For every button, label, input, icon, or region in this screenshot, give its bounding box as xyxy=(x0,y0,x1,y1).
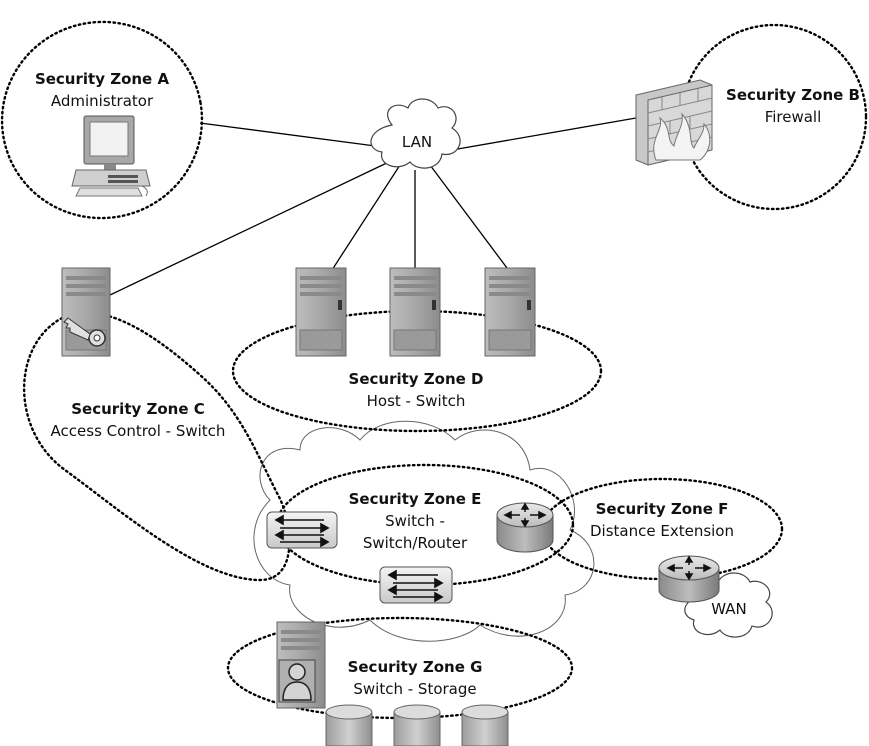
zone-g-title: Security Zone G xyxy=(348,658,483,676)
zone-c-title: Security Zone C xyxy=(71,400,205,418)
firewall-icon xyxy=(635,79,713,166)
key-icon xyxy=(63,317,106,347)
zone-e-label: Security Zone E Switch - Switch/Router xyxy=(349,490,482,552)
zone-e-subtitle-line1: Switch - xyxy=(385,512,445,530)
storage-disk-icon xyxy=(325,704,373,746)
network-links xyxy=(109,117,637,296)
zone-f-subtitle: Distance Extension xyxy=(590,522,734,540)
zone-a-title: Security Zone A xyxy=(35,70,170,88)
zone-g-label: Security Zone G Switch - Storage xyxy=(348,658,483,698)
zone-d-label: Security Zone D Host - Switch xyxy=(349,370,484,410)
zone-e-subtitle-line2: Switch/Router xyxy=(363,534,468,552)
zone-c-boundary xyxy=(23,311,291,582)
lan-cloud: LAN xyxy=(370,98,461,169)
user-icon xyxy=(278,659,316,703)
server-icon xyxy=(389,267,441,357)
storage-disk-icon xyxy=(393,704,441,746)
server-with-user-icon xyxy=(276,621,326,709)
zone-c-label: Security Zone C Access Control - Switch xyxy=(51,400,226,440)
zone-a-boundary xyxy=(0,20,204,220)
switch-icon xyxy=(266,511,338,549)
zone-d-subtitle: Host - Switch xyxy=(367,392,466,410)
router-icon xyxy=(658,555,720,603)
zone-b-subtitle: Firewall xyxy=(765,108,822,126)
storage-disk-icon xyxy=(461,704,509,746)
zone-e-title: Security Zone E xyxy=(349,490,482,508)
wan-label: WAN xyxy=(711,600,747,618)
server-with-key-icon xyxy=(61,267,111,357)
zone-d-title: Security Zone D xyxy=(349,370,484,388)
zone-a-subtitle: Administrator xyxy=(51,92,154,110)
server-icon xyxy=(295,267,347,357)
zone-b-title: Security Zone B xyxy=(726,86,860,104)
zone-f-label: Security Zone F Distance Extension xyxy=(590,500,734,540)
zone-g-subtitle: Switch - Storage xyxy=(353,680,476,698)
lan-label: LAN xyxy=(402,133,432,151)
router-icon xyxy=(496,502,554,553)
server-icon xyxy=(484,267,536,357)
switch-icon xyxy=(379,566,453,604)
zone-f-title: Security Zone F xyxy=(596,500,729,518)
zone-b-boundary xyxy=(680,23,868,211)
zone-a-label: Security Zone A Administrator xyxy=(35,70,170,110)
zone-b-label: Security Zone B Firewall xyxy=(726,86,860,126)
desktop-computer-icon xyxy=(71,115,151,197)
zone-c-subtitle: Access Control - Switch xyxy=(51,422,226,440)
